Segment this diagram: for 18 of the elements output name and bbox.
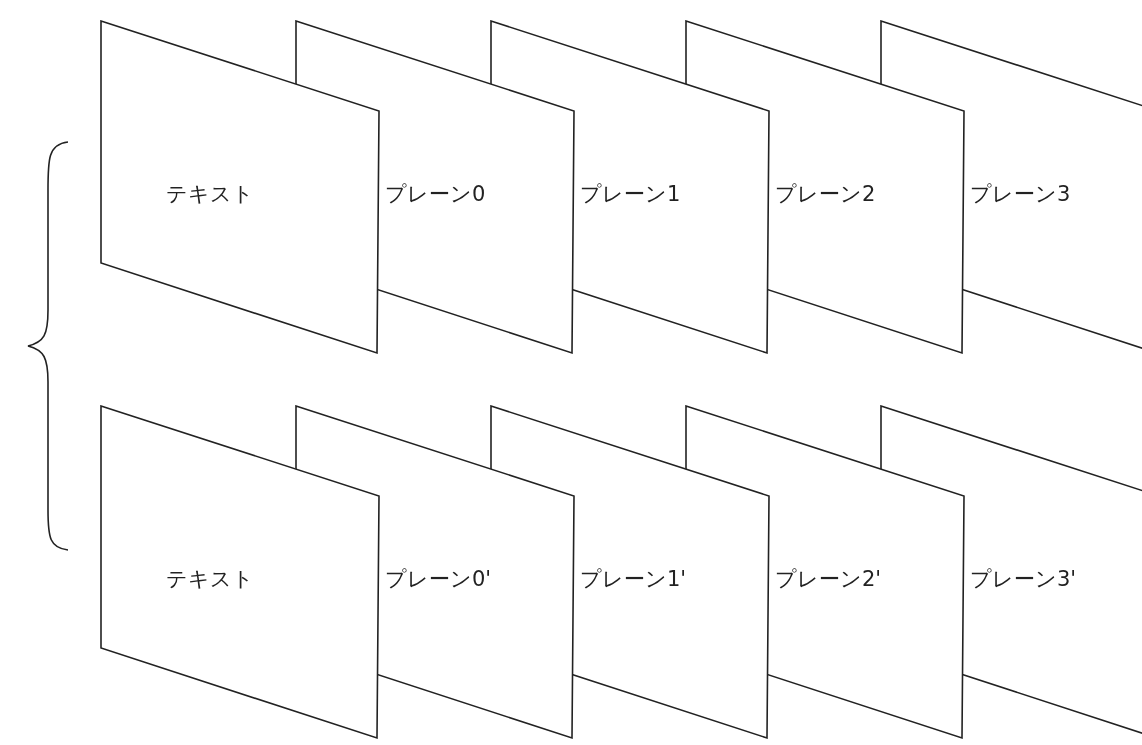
- plane-label: プレーン0: [385, 181, 486, 208]
- plane-label: プレーン1: [580, 181, 681, 208]
- plane-label: プレーン3': [970, 566, 1077, 593]
- plane-sheet: [685, 405, 967, 741]
- plane-label: プレーン2': [775, 566, 882, 593]
- plane-sheet: [295, 20, 577, 356]
- plane-label: プレーン3: [970, 181, 1071, 208]
- plane-sheet: [100, 20, 382, 356]
- plane-sheet: [295, 405, 577, 741]
- plane-sheet: [490, 405, 772, 741]
- plane-sheet: [685, 20, 967, 356]
- plane-label: プレーン1': [580, 566, 687, 593]
- plane-label: テキスト: [166, 181, 254, 208]
- plane-label: テキスト: [166, 566, 254, 593]
- plane-label: プレーン0': [385, 566, 492, 593]
- plane-label: プレーン2: [775, 181, 876, 208]
- plane-sheet: [100, 405, 382, 741]
- plane-sheet: [490, 20, 772, 356]
